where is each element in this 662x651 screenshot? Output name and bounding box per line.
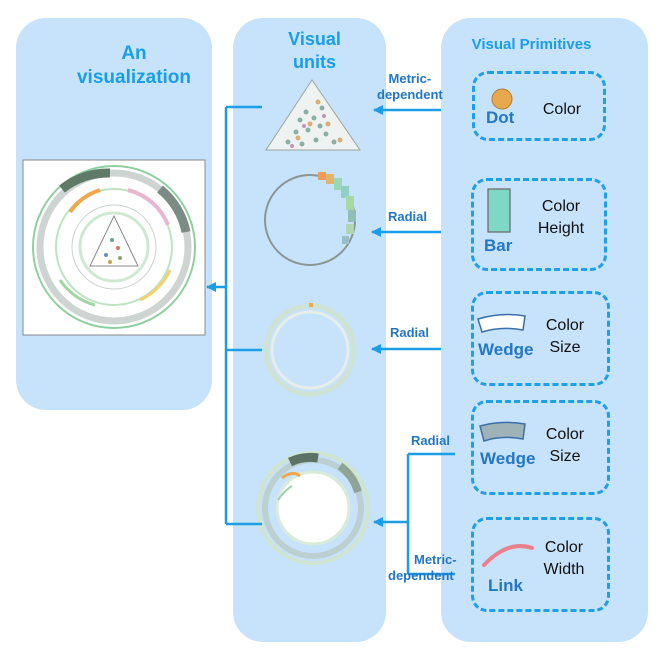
- wedge-icon: [477, 313, 526, 333]
- radial-label-3: Radial: [411, 433, 451, 448]
- wedge-attr-color: Color: [545, 317, 585, 334]
- wedge-gray-label: Wedge: [480, 449, 536, 468]
- visual-primitives-title: Visual Primitives: [471, 36, 592, 53]
- unit-radial-bars: [264, 172, 356, 266]
- unit-combined-ring: [256, 451, 370, 565]
- visual-units-title-line1: Visual: [288, 29, 341, 49]
- bar-attr-color: Color: [541, 198, 581, 215]
- link-attr-width: Width: [543, 561, 585, 578]
- bar-attr-height: Height: [537, 220, 585, 237]
- visualization-title: An visualization: [16, 42, 252, 90]
- dot-attr-color: Color: [542, 101, 582, 118]
- metric-dependent-bottom-line2: dependent: [388, 568, 454, 583]
- radial-label-2: Radial: [390, 325, 430, 340]
- bar-attributes: Color Height: [530, 196, 592, 240]
- link-icon: [482, 544, 534, 567]
- dot-icon: [491, 88, 513, 110]
- dot-label: Dot: [486, 108, 515, 127]
- bar-icon: [487, 188, 511, 233]
- primitive-box-bar: [471, 178, 607, 271]
- wedge-attributes: Color Size: [538, 315, 592, 359]
- wedge-gray-attr-color: Color: [545, 426, 585, 443]
- visualization-title-line2: visualization: [76, 66, 192, 88]
- radial-label-1: Radial: [388, 209, 428, 224]
- wedge-gray-icon: [479, 421, 526, 442]
- wedge-attr-size: Size: [549, 339, 581, 356]
- link-attributes: Color Width: [536, 537, 592, 581]
- units-to-visualization-connector: [206, 105, 262, 526]
- visual-primitives-panel: [441, 18, 648, 642]
- dot-attributes: Color: [536, 99, 588, 121]
- primitive-box-wedge-gray: [471, 400, 610, 495]
- visual-units-title-line2: units: [293, 51, 336, 72]
- metric-dependent-top-line2: dependent: [377, 87, 443, 102]
- visualization-title-line1: An: [121, 43, 147, 64]
- link-attr-color: Color: [544, 539, 584, 556]
- arrows-to-combined-ring: [373, 452, 455, 576]
- wedge-gray-attr-size: Size: [549, 448, 581, 465]
- metric-dependent-label-bottom: Metric- dependent: [388, 552, 457, 584]
- metric-dependent-top-line1: Metric-: [388, 71, 432, 86]
- bar-label: Bar: [484, 236, 513, 255]
- visualization-thumbnail: [22, 159, 206, 336]
- visual-units-title: Visual units: [233, 28, 396, 73]
- wedge-label: Wedge: [478, 340, 534, 359]
- primitive-box-dot: [472, 71, 606, 141]
- metric-dependent-bottom-line1: Metric-: [414, 552, 457, 567]
- primitive-box-wedge: [471, 291, 610, 386]
- primitive-box-link: [471, 517, 610, 612]
- metric-dependent-label-top: Metric- dependent: [377, 71, 443, 103]
- unit-radial-ring: [263, 303, 357, 397]
- unit-triangle-scatter: [265, 79, 361, 151]
- link-label: Link: [488, 576, 523, 595]
- wedge-gray-attributes: Color Size: [538, 424, 592, 468]
